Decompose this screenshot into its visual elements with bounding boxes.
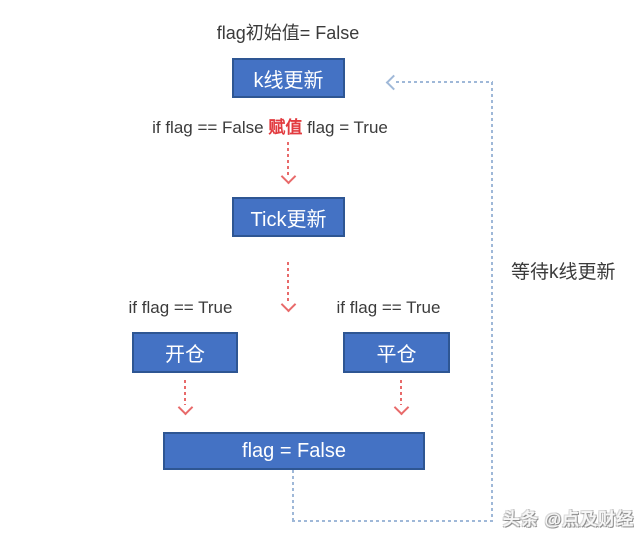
node-tick-update: Tick更新 <box>232 197 345 237</box>
loop-segment-down <box>292 470 294 520</box>
loop-segment-top <box>396 81 493 83</box>
arrow-close-to-reset-head-icon <box>393 399 410 416</box>
node-kline-update: k线更新 <box>232 58 345 98</box>
arrow-tick-to-branch-line <box>287 262 289 302</box>
node-reset-flag-label: flag = False <box>242 439 346 462</box>
node-open-position: 开仓 <box>132 332 238 373</box>
node-close-position-label: 平仓 <box>376 344 417 366</box>
loop-arrow-head-icon <box>385 74 402 91</box>
node-reset-flag: flag = False <box>163 432 425 470</box>
node-close-position: 平仓 <box>343 332 450 373</box>
loop-wait-caption: 等待k线更新 <box>511 262 616 283</box>
initial-flag-caption: flag初始值= False <box>216 23 360 43</box>
assign-condition-caption: if flag == False 赋值 flag = True <box>120 113 420 138</box>
assign-condition-prefix: if flag == False <box>152 118 269 137</box>
assign-condition-suffix: flag = True <box>302 118 388 137</box>
arrow-open-to-reset-line <box>184 380 186 405</box>
arrow-open-to-reset-head-icon <box>177 399 194 416</box>
arrow-close-to-reset-line <box>400 380 402 405</box>
close-condition-caption: if flag == True <box>336 298 441 317</box>
arrow-kline-to-tick-line <box>287 142 289 175</box>
node-tick-update-label: Tick更新 <box>250 208 327 231</box>
watermark-text: 头条 @点及财经 <box>503 510 635 529</box>
arrow-tick-to-branch-head-icon <box>280 296 297 313</box>
assign-condition-highlight: 赋值 <box>268 118 303 137</box>
loop-segment-right <box>491 82 493 522</box>
open-condition-caption: if flag == True <box>128 298 233 317</box>
node-kline-update-label: k线更新 <box>253 69 324 92</box>
node-open-position-label: 开仓 <box>165 344 205 366</box>
loop-segment-bottom <box>292 520 492 522</box>
arrow-kline-to-tick-head-icon <box>280 168 297 185</box>
